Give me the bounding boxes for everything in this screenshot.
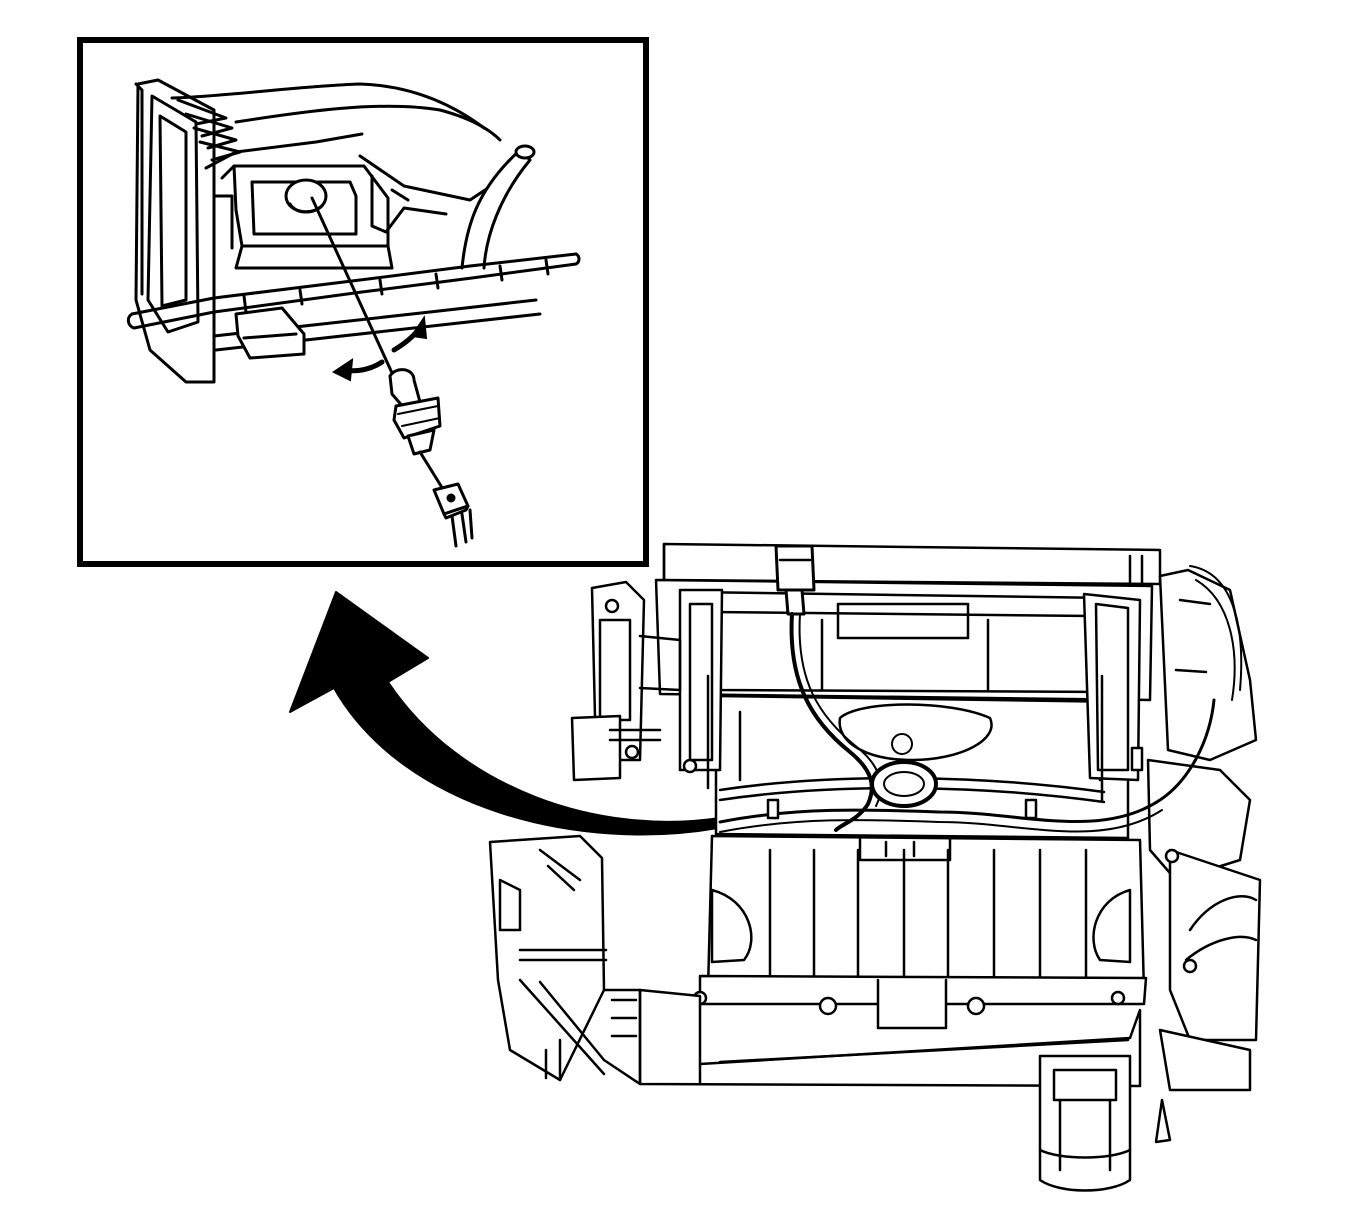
sensor-connector [432, 482, 474, 548]
twist-to-remove-arrows [332, 315, 428, 382]
curved-callout-arrow [289, 591, 721, 836]
detail-inset [77, 37, 649, 567]
temperature-sensor [310, 196, 448, 496]
hvac-module-assembly [488, 542, 1262, 1192]
inset-housing [126, 78, 581, 384]
